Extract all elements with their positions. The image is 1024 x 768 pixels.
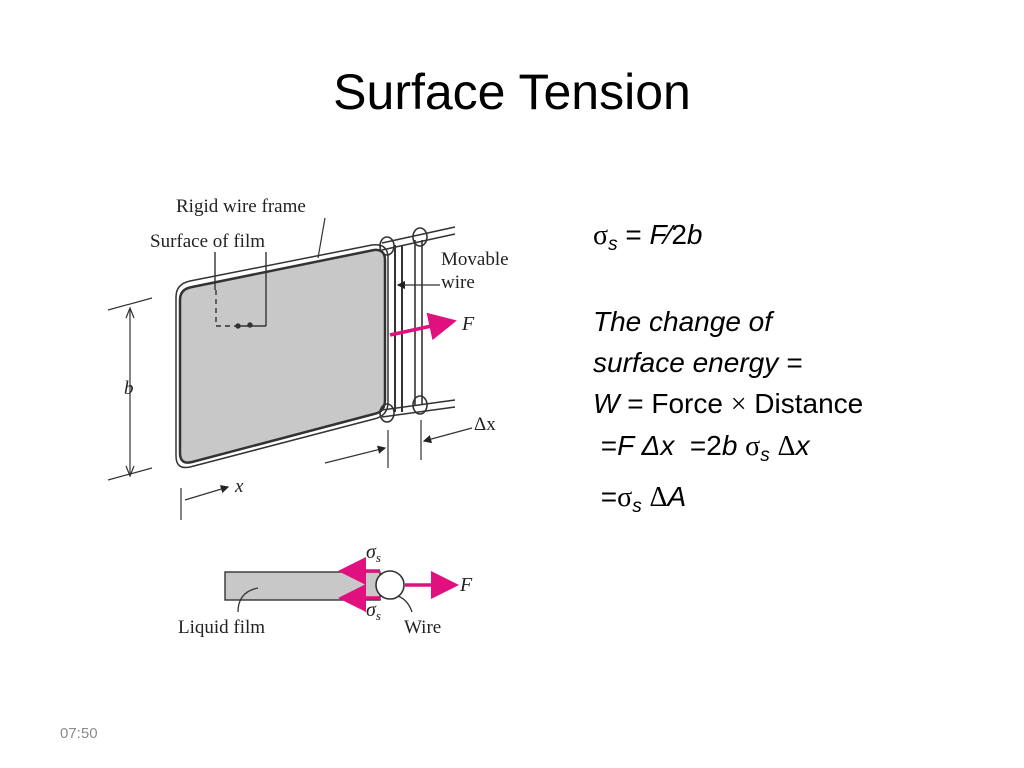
formula-block: σs = F⁄2b The change of surface energy =…	[593, 214, 1013, 527]
label-movable-wire-1: Movable	[441, 249, 509, 270]
label-delta-x: Δx	[474, 414, 496, 435]
label-surface-of-film: Surface of film	[150, 231, 265, 252]
rigid-wire-frame	[175, 244, 389, 469]
equation-sigma-da: =σs ΔA	[593, 481, 687, 517]
label-sigma-top: σs	[366, 541, 381, 565]
liquid-film-section	[224, 557, 459, 613]
equation-f-dx: =F Δx =2b σs Δx	[593, 430, 810, 466]
label-movable-wire-2: wire	[441, 272, 475, 293]
text-change-of: The change of	[593, 306, 773, 337]
text-surface-energy: surface energy =	[593, 347, 803, 378]
equation-work: W = Force × Distance	[593, 388, 864, 420]
film-surface	[178, 248, 387, 464]
slide-title: Surface Tension	[333, 64, 691, 120]
dimension-b	[107, 297, 153, 481]
label-liquid-film: Liquid film	[178, 617, 265, 638]
movable-wire	[379, 226, 456, 423]
label-x: x	[234, 476, 244, 497]
surface-of-film-marker	[214, 252, 267, 329]
dimension-delta-x	[324, 420, 473, 468]
label-b: b	[124, 378, 134, 399]
dimension-x	[180, 485, 230, 520]
label-force-f: F	[461, 313, 475, 335]
label-wire: Wire	[404, 617, 441, 638]
equation-sigma-def: σs = F⁄2b	[593, 219, 703, 255]
label-wire-force-f: F	[459, 574, 473, 596]
force-arrow	[389, 312, 457, 341]
label-sigma-bottom: σs	[366, 599, 381, 623]
slide-timestamp: 07:50	[60, 725, 98, 742]
label-rigid-wire-frame: Rigid wire frame	[176, 196, 306, 217]
